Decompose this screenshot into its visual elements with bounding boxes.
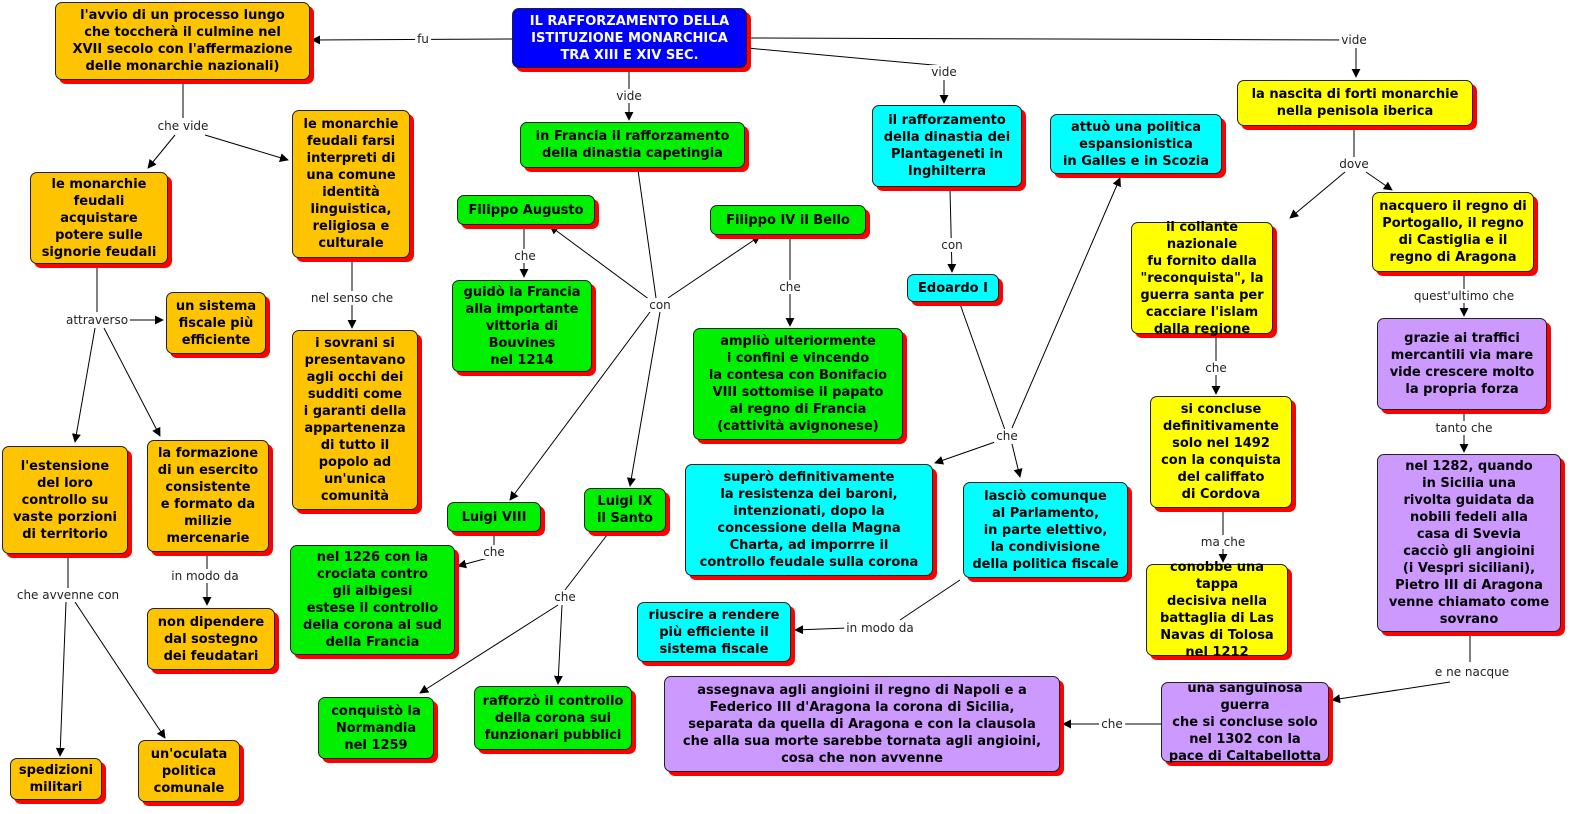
link-label-che: che <box>552 590 578 604</box>
concept-sanguinosa[interactable]: una sanguinosa guerra che si concluse so… <box>1161 681 1329 764</box>
concept-galles[interactable]: attuò una politica espansionistica in Ga… <box>1050 114 1222 174</box>
link-label-che: che <box>1099 717 1125 731</box>
link-label-attraverso: attraverso <box>63 313 131 327</box>
concept-albigesi[interactable]: nel 1226 con la crociata contro gli albi… <box>290 545 455 655</box>
concept-riuscire[interactable]: riuscire a rendere più efficiente il sis… <box>637 602 791 662</box>
concept-lascio[interactable]: lasciò comunque al Parlamento, in parte … <box>963 482 1128 578</box>
link-label-che: che <box>777 280 803 294</box>
link-label-fu: fu <box>415 32 431 46</box>
concept-oculata[interactable]: un'oculata politica comunale <box>138 740 240 802</box>
concept-iberica[interactable]: la nascita di forti monarchie nella peni… <box>1237 80 1473 126</box>
link-label-in-modo-da: in modo da <box>844 621 916 635</box>
link-label-vide: vide <box>1339 33 1369 47</box>
concept-sistema-fiscale[interactable]: un sistema fiscale più efficiente <box>166 292 266 354</box>
link-label-con: con <box>647 298 673 312</box>
concept-traffici[interactable]: grazie ai traffici mercantili via mare v… <box>1377 318 1547 410</box>
concept-navas[interactable]: conobbe una tappa decisiva nella battagl… <box>1146 560 1288 660</box>
concept-assegnava[interactable]: assegnava agli angioini il regno di Napo… <box>664 676 1060 772</box>
link-label-che: che <box>994 429 1020 443</box>
concept-filippo-augusto[interactable]: Filippo Augusto <box>457 195 595 225</box>
link-label-ma-che: ma che <box>1198 535 1248 549</box>
concept-rafforzo[interactable]: rafforzò il controllo della corona sui f… <box>474 686 632 750</box>
link-label-nel-senso-che: nel senso che <box>308 291 396 305</box>
link-label-con: con <box>939 238 965 252</box>
concept-luigi-viii[interactable]: Luigi VIII <box>447 502 541 532</box>
concept-normandia[interactable]: conquistò la Normandia nel 1259 <box>318 697 434 759</box>
concept-amplio[interactable]: ampliò ulteriormente i confini e vincend… <box>693 328 903 440</box>
concept-collante[interactable]: il collante nazionale fu fornito dalla "… <box>1131 220 1273 337</box>
concept-guido[interactable]: guidò la Francia alla importante vittori… <box>452 280 592 372</box>
link-label-che-avvenne-con: che avvenne con <box>14 588 122 602</box>
link-label-che-vide: che vide <box>155 119 211 133</box>
link-label-dove: dove <box>1337 157 1371 171</box>
concept-sovrani[interactable]: i sovrani si presentavano agli occhi dei… <box>292 330 418 510</box>
link-label-che: che <box>481 545 507 559</box>
concept-1492[interactable]: si concluse definitivamente solo nel 149… <box>1150 396 1292 508</box>
concept-spedizioni[interactable]: spedizioni militari <box>10 758 102 800</box>
concept-vespri[interactable]: nel 1282, quando in Sicilia una rivolta … <box>1377 454 1561 632</box>
link-label-vide: vide <box>929 65 959 79</box>
concept-estensione[interactable]: l'estensione del loro controllo su vaste… <box>2 446 128 554</box>
link-label-e-ne-nacque: e ne nacque <box>1432 665 1512 679</box>
link-label-tanto-che: tanto che <box>1433 421 1495 435</box>
root-concept[interactable]: IL RAFFORZAMENTO DELLA ISTITUZIONE MONAR… <box>512 8 747 68</box>
concept-acquistare[interactable]: le monarchie feudali acquistare potere s… <box>30 172 168 264</box>
link-label-che: che <box>1203 361 1229 375</box>
concept-portogallo[interactable]: nacquero il regno di Portogallo, il regn… <box>1372 192 1534 272</box>
concept-non-dipendere[interactable]: non dipendere dal sostegno dei feudatari <box>147 608 275 670</box>
concept-luigi-ix[interactable]: Luigi IX il Santo <box>584 488 666 532</box>
concept-interpreti[interactable]: le monarchie feudali farsi interpreti di… <box>292 110 410 258</box>
link-label-quest-ultimo-che: quest'ultimo che <box>1411 289 1517 303</box>
concept-filippo-iv[interactable]: Filippo IV il Bello <box>710 205 866 235</box>
link-label-vide: vide <box>614 89 644 103</box>
concept-plantageneti[interactable]: il rafforzamento della dinastia dei Plan… <box>872 105 1022 187</box>
concept-esercito[interactable]: la formazione di un esercito consistente… <box>147 440 269 552</box>
concept-supero[interactable]: superò definitivamente la resistenza dei… <box>685 464 933 576</box>
concept-avvio[interactable]: l'avvio di un processo lungo che toccher… <box>55 2 310 80</box>
link-label-in-modo-da: in modo da <box>169 569 241 583</box>
link-label-che: che <box>512 249 538 263</box>
concept-francia[interactable]: in Francia il rafforzamento della dinast… <box>520 122 745 168</box>
concept-edoardo[interactable]: Edoardo I <box>907 274 999 302</box>
